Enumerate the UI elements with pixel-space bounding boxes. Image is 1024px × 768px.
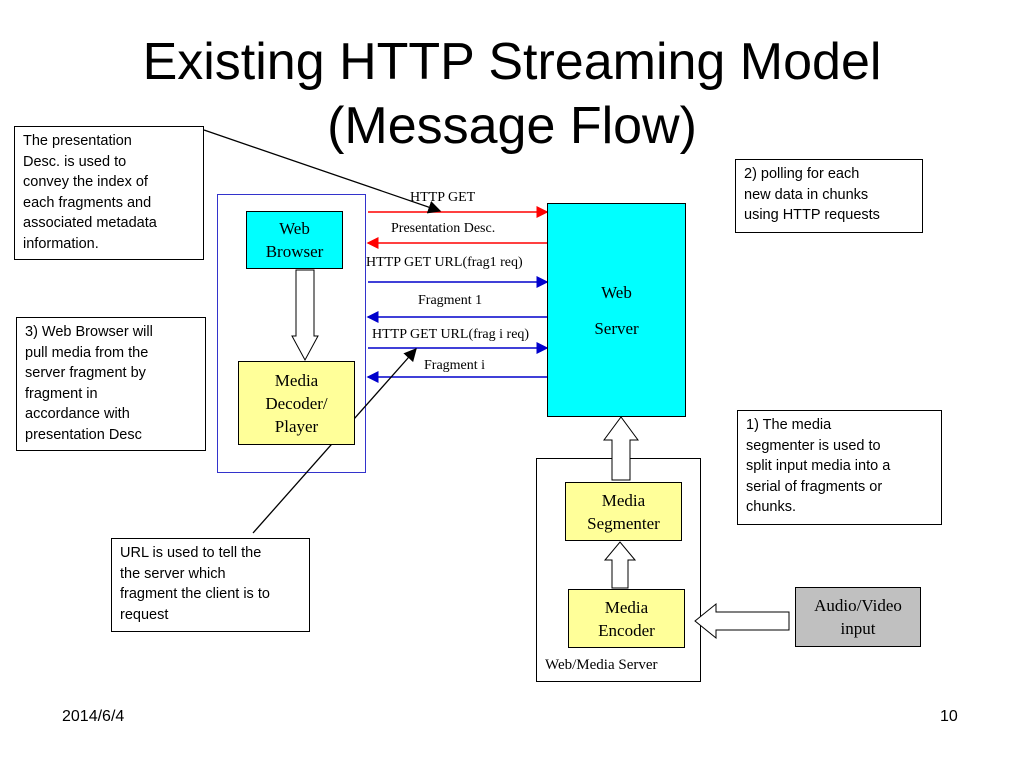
note-polling: 2) polling for each new data in chunks u… bbox=[735, 159, 923, 233]
msg-label-fragment-i: Fragment i bbox=[424, 358, 486, 373]
block-arrow-segmenter-to-server bbox=[603, 416, 639, 481]
slide-date: 2014/6/4 bbox=[62, 708, 125, 725]
note-segmenter: 1) The media segmenter is used to split … bbox=[737, 410, 942, 525]
note-browser-pull: 3) Web Browser will pull media from the … bbox=[16, 317, 206, 451]
web-browser-box: Web Browser bbox=[246, 211, 343, 269]
slide-page-number: 10 bbox=[940, 708, 958, 725]
web-media-server-label: Web/Media Server bbox=[545, 657, 658, 673]
slide-title: Existing HTTP Streaming Model (Message F… bbox=[142, 33, 882, 155]
msg-label-fragment-1: Fragment 1 bbox=[418, 293, 483, 308]
web-server-label: Web Server bbox=[594, 283, 639, 338]
msg-label-presentation-desc: Presentation Desc. bbox=[391, 221, 496, 236]
av-input-box: Audio/Video input bbox=[795, 587, 921, 647]
av-input-label: Audio/Video input bbox=[814, 596, 902, 638]
web-browser-label: Web Browser bbox=[265, 219, 324, 261]
media-decoder-label: Media Decoder/ Player bbox=[265, 370, 328, 436]
web-server-box: Web Server bbox=[547, 203, 686, 417]
block-arrow-encoder-to-segmenter bbox=[603, 541, 637, 589]
callout-line-presentation bbox=[203, 129, 442, 214]
msg-label-fragi-req: HTTP GET URL(frag i req) bbox=[372, 327, 530, 342]
block-arrow-input-to-encoder bbox=[694, 602, 790, 640]
media-decoder-box: Media Decoder/ Player bbox=[238, 361, 355, 445]
msg-label-http-get: HTTP GET bbox=[410, 190, 476, 205]
media-encoder-box: Media Encoder bbox=[568, 589, 685, 648]
msg-label-frag1-req: HTTP GET URL(frag1 req) bbox=[366, 255, 523, 270]
note-presentation-desc: The presentation Desc. is used to convey… bbox=[14, 126, 204, 260]
block-arrow-browser-to-decoder bbox=[291, 269, 319, 362]
media-encoder-label: Media Encoder bbox=[598, 597, 655, 640]
media-segmenter-label: Media Segmenter bbox=[587, 490, 660, 533]
client-frame bbox=[217, 194, 366, 473]
media-segmenter-box: Media Segmenter bbox=[565, 482, 682, 541]
note-url-usage: URL is used to tell the the server which… bbox=[111, 538, 310, 632]
